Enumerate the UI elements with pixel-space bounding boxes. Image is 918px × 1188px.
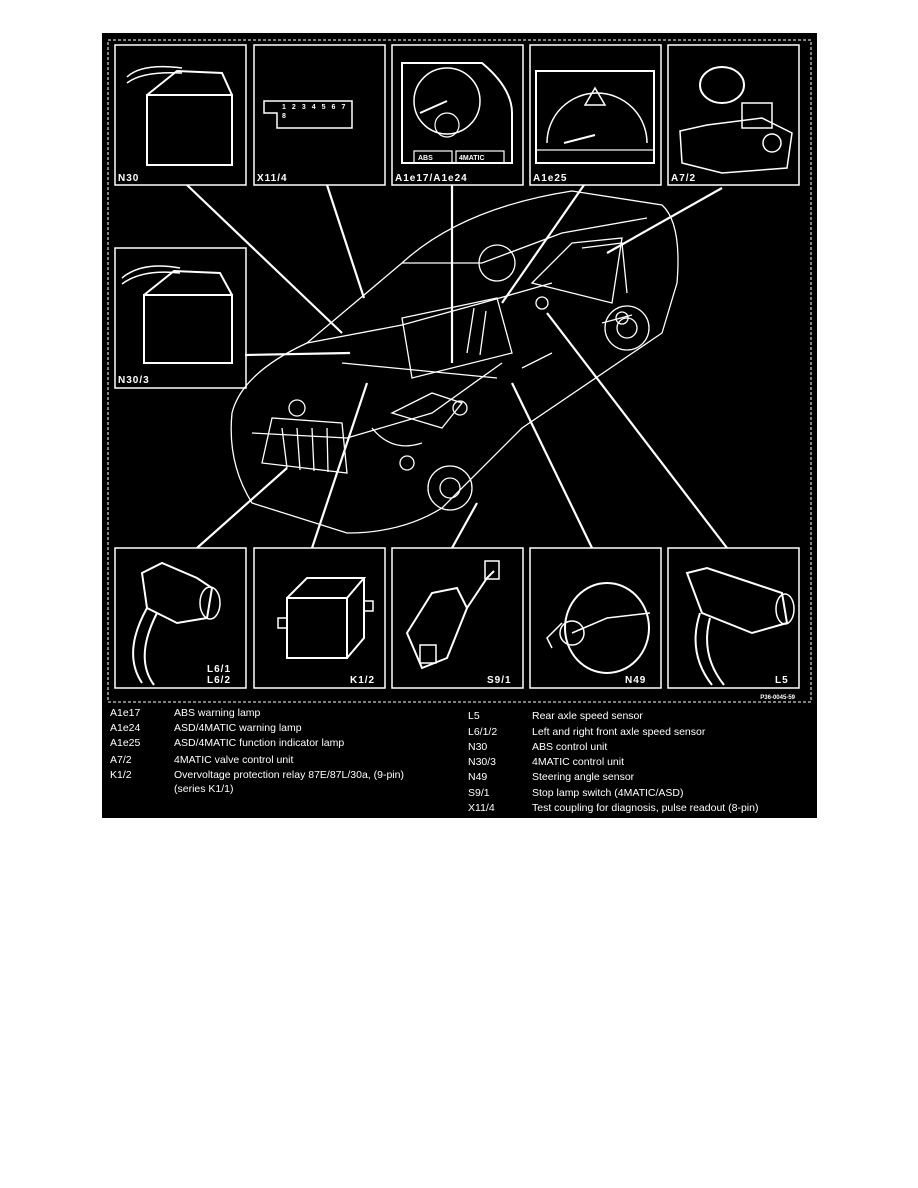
component-diagram [107,39,812,703]
panel-n30 [114,44,247,186]
dashed-frame [107,39,812,703]
callout-n30: N30 [118,173,140,184]
panel-x11-4 [253,44,386,186]
callout-n49: N49 [625,675,647,686]
panel-l5 [667,547,800,689]
callout-k1-2: K1/2 [350,675,376,686]
legend-desc: 4MATIC control unit [532,756,625,768]
legend-code: A1e17 [110,707,141,719]
legend-code: A1e25 [110,737,141,749]
panel-a7-2 [667,44,800,186]
legend-code: N49 [468,771,488,783]
legend-code: N30 [468,741,488,753]
abs-gauge-label: ABS [418,155,433,162]
leader-lines [186,184,728,549]
legend-code: A1e24 [110,722,141,734]
connector-pin: 1 [282,104,286,111]
callout-x11-4: X11/4 [257,173,288,184]
legend-desc: Test coupling for diagnosis, pulse reado… [532,802,759,814]
legend-code: L6/1/2 [468,726,498,738]
panel-n30-3 [114,247,247,389]
connector-pins: 1 2 3 4 5 6 7 8 [282,104,350,120]
legend-desc: Stop lamp switch (4MATIC/ASD) [532,787,684,799]
legend-code: S9/1 [468,787,490,799]
panel-n49 [529,547,662,689]
callout-s9-1: S9/1 [487,675,512,686]
legend-code: L5 [468,710,480,722]
legend-desc: ABS warning lamp [174,707,261,719]
panel-s9-1 [391,547,524,689]
legend-code: N30/3 [468,756,497,768]
figure-code: P36-0045-59 [760,695,795,701]
legend-code: A7/2 [110,754,132,766]
legend: A1e17 ABS warning lamp A1e24 ASD/4MATIC … [102,703,817,818]
connector-pin: 2 [291,104,296,111]
connector-pin: 8 [282,113,286,120]
legend-desc: Left and right front axle speed sensor [532,726,706,738]
callout-l5: L5 [775,675,789,686]
connector-pin: 3 [301,104,306,111]
legend-code: K1/2 [110,769,132,781]
connector-pin: 7 [341,104,346,111]
legend-desc: Overvoltage protection relay 87E/87L/30a… [174,769,404,781]
legend-desc: ASD/4MATIC warning lamp [174,722,302,734]
connector-pin: 4 [311,104,316,111]
connector-pin: 6 [331,104,336,111]
callout-n30-3: N30/3 [118,375,150,386]
fourmatic-gauge-label: 4MATIC [459,155,485,162]
component-location-figure: ABS 4MATIC 1 2 3 4 5 6 7 8 N30 X11/4 A1e… [102,33,817,818]
connector-pin: 5 [321,104,326,111]
callout-a1e17-a1e24: A1e17/A1e24 [395,173,468,184]
panel-k1-2 [253,547,386,689]
panel-a1e25 [529,44,662,186]
legend-desc: ASD/4MATIC function indicator lamp [174,737,345,749]
legend-desc: Rear axle speed sensor [532,710,643,722]
callout-a1e25: A1e25 [533,173,568,184]
callout-l6-2: L6/2 [207,675,232,686]
panel-l6 [114,547,247,689]
panel-a1e17-a1e24 [391,44,524,186]
car-drawing [230,190,679,534]
callout-l6-1: L6/1 [207,664,232,675]
callout-a7-2: A7/2 [671,173,697,184]
legend-desc: Steering angle sensor [532,771,635,783]
legend-code: X11/4 [468,802,495,814]
legend-desc: (series K1/1) [174,783,234,795]
legend-desc: 4MATIC valve control unit [174,754,294,766]
legend-desc: ABS control unit [532,741,608,753]
